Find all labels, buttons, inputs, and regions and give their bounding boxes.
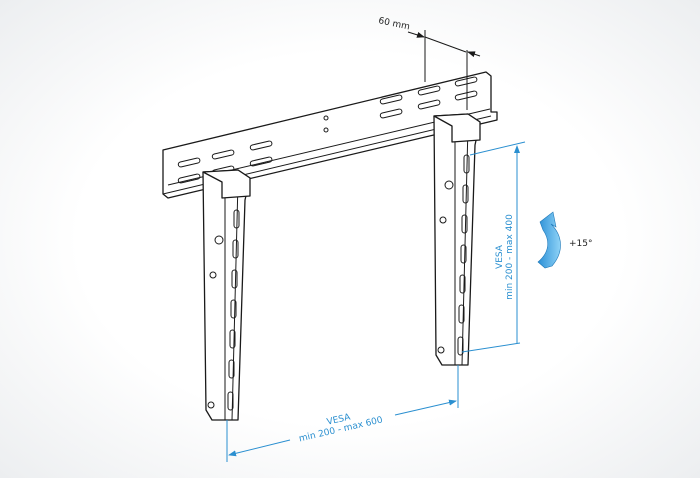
vertical-vesa-range: min 200 - max 400 — [505, 214, 515, 300]
right-tv-bracket — [433, 113, 481, 366]
horizontal-vesa-dimension: VESA min 200 - max 600 — [226, 365, 459, 462]
tilt-indicator: +15° — [537, 211, 593, 269]
left-tv-bracket — [202, 169, 251, 421]
curved-arrow-icon — [537, 211, 561, 269]
offset-label: 60 mm — [377, 16, 410, 32]
tilt-label: +15° — [569, 239, 593, 249]
vertical-vesa-title: VESA — [495, 244, 505, 269]
vertical-vesa-dimension: VESA min 200 - max 400 — [461, 141, 526, 353]
